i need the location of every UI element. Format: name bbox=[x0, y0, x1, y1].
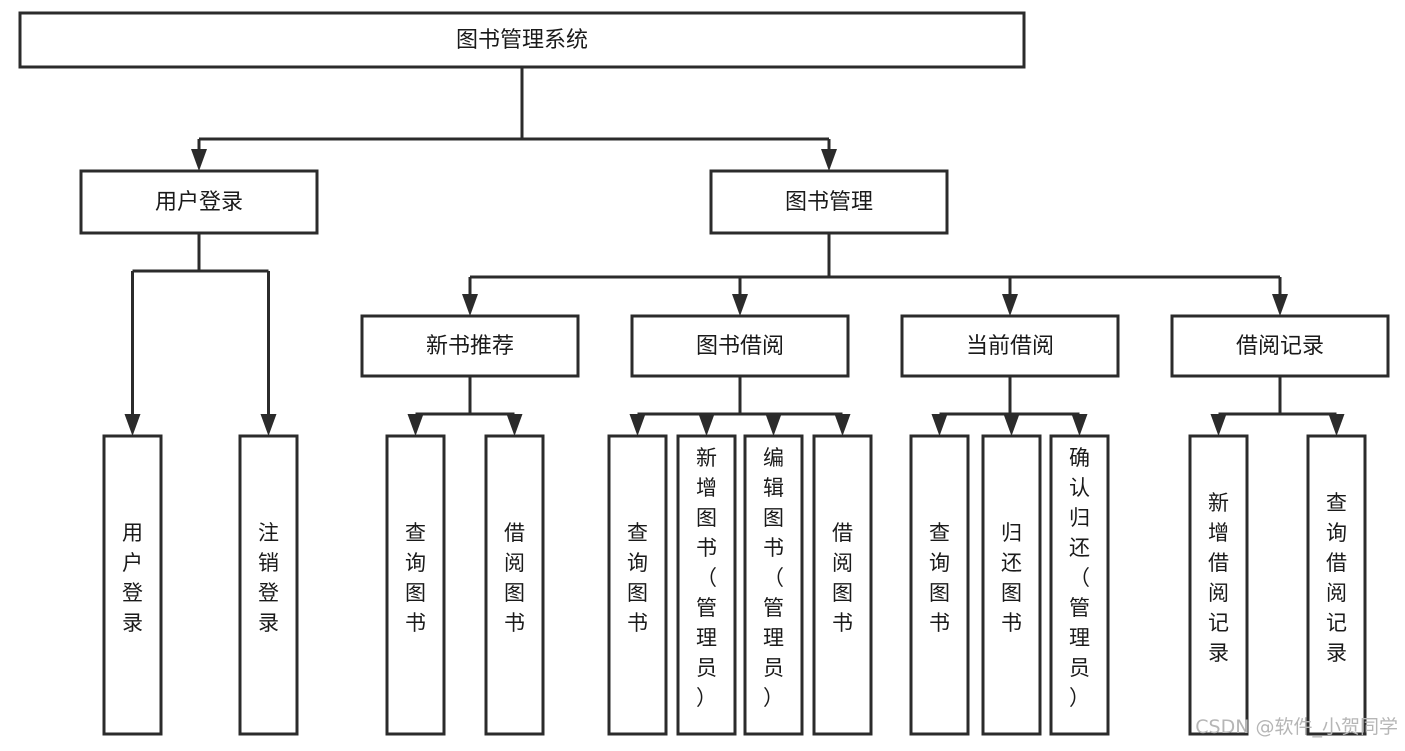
node-new-book-rec-rect[interactable] bbox=[360, 314, 580, 378]
node-leaf-user-login-rect[interactable] bbox=[102, 434, 163, 736]
node-root[interactable]: 图书管理系统 bbox=[18, 11, 1026, 69]
node-leaf-edit-book-label: 编辑图书（管理员） bbox=[763, 446, 784, 710]
node-borrow-record-label: 借阅记录 bbox=[1236, 334, 1324, 359]
node-leaf-add-book-rect[interactable] bbox=[676, 434, 737, 736]
node-leaf-add-record-rect[interactable] bbox=[1188, 434, 1249, 736]
node-leaf-borrow-book-rec[interactable]: 借阅图书 bbox=[484, 434, 545, 736]
node-leaf-return-book[interactable]: 归还图书 bbox=[981, 434, 1042, 736]
node-current-borrow-label: 当前借阅 bbox=[966, 334, 1054, 359]
edge-book-borrow-to-leaves bbox=[629, 376, 851, 436]
node-leaf-borrow-book[interactable]: 借阅图书 bbox=[812, 434, 873, 736]
node-book-borrow-label: 图书借阅 bbox=[696, 334, 784, 359]
node-borrow-record[interactable]: 借阅记录 bbox=[1170, 314, 1390, 378]
csdn-watermark: CSDN @软件_小贺同学 bbox=[1195, 716, 1398, 738]
node-leaf-query-book-cur[interactable]: 查询图书 bbox=[909, 434, 970, 736]
nodes-layer: 图书管理系统用户登录图书管理新书推荐图书借阅当前借阅借阅记录用户登录注销登录查询… bbox=[18, 11, 1390, 736]
node-leaf-query-record-label: 查询借阅记录 bbox=[1326, 491, 1347, 665]
node-leaf-confirm-return[interactable]: 确认归还（管理员） bbox=[1049, 434, 1110, 736]
edge-root-to-level2 bbox=[191, 67, 837, 171]
edge-current-borrow-to-leaves bbox=[931, 376, 1088, 436]
node-leaf-query-record-rect[interactable] bbox=[1306, 434, 1367, 736]
node-leaf-borrow-book-rec-label: 借阅图书 bbox=[504, 521, 525, 635]
edge-new-book-rec-to-leaves bbox=[407, 376, 523, 436]
node-leaf-query-book-rec-rect[interactable] bbox=[385, 434, 446, 736]
node-leaf-query-book-borrow[interactable]: 查询图书 bbox=[607, 434, 668, 736]
node-leaf-query-book-cur-rect[interactable] bbox=[909, 434, 970, 736]
node-current-borrow[interactable]: 当前借阅 bbox=[900, 314, 1120, 378]
node-leaf-user-login-label: 用户登录 bbox=[122, 521, 143, 635]
node-leaf-confirm-return-rect[interactable] bbox=[1049, 434, 1110, 736]
node-new-book-rec[interactable]: 新书推荐 bbox=[360, 314, 580, 378]
node-user-login-label: 用户登录 bbox=[155, 190, 243, 215]
node-user-login[interactable]: 用户登录 bbox=[79, 169, 319, 235]
node-leaf-add-record[interactable]: 新增借阅记录 bbox=[1188, 434, 1249, 736]
node-book-manage-rect[interactable] bbox=[709, 169, 949, 235]
node-leaf-borrow-book-label: 借阅图书 bbox=[832, 521, 853, 635]
node-new-book-rec-label: 新书推荐 bbox=[426, 334, 514, 359]
node-leaf-logout-label: 注销登录 bbox=[258, 521, 279, 635]
node-book-manage-label: 图书管理 bbox=[785, 190, 873, 215]
node-current-borrow-rect[interactable] bbox=[900, 314, 1120, 378]
node-leaf-confirm-return-label: 确认归还（管理员） bbox=[1069, 446, 1090, 710]
node-leaf-query-book-borrow-rect[interactable] bbox=[607, 434, 668, 736]
node-root-rect[interactable] bbox=[18, 11, 1026, 69]
node-leaf-add-record-label: 新增借阅记录 bbox=[1208, 491, 1229, 665]
node-leaf-return-book-label: 归还图书 bbox=[1001, 521, 1022, 635]
node-leaf-logout-rect[interactable] bbox=[238, 434, 299, 736]
node-leaf-edit-book-rect[interactable] bbox=[743, 434, 804, 736]
node-leaf-edit-book[interactable]: 编辑图书（管理员） bbox=[743, 434, 804, 736]
node-leaf-add-book-label: 新增图书（管理员） bbox=[696, 446, 717, 710]
node-leaf-query-record[interactable]: 查询借阅记录 bbox=[1306, 434, 1367, 736]
node-borrow-record-rect[interactable] bbox=[1170, 314, 1390, 378]
edge-bookmanage-to-level3 bbox=[462, 233, 1288, 316]
edges-layer bbox=[124, 67, 1345, 436]
node-leaf-query-book-rec-label: 查询图书 bbox=[405, 521, 426, 635]
edge-user-login-to-leaves bbox=[124, 233, 277, 436]
node-leaf-add-book[interactable]: 新增图书（管理员） bbox=[676, 434, 737, 736]
node-leaf-query-book-rec[interactable]: 查询图书 bbox=[385, 434, 446, 736]
node-root-label: 图书管理系统 bbox=[456, 28, 588, 53]
node-leaf-return-book-rect[interactable] bbox=[981, 434, 1042, 736]
node-leaf-logout[interactable]: 注销登录 bbox=[238, 434, 299, 736]
node-book-borrow-rect[interactable] bbox=[630, 314, 850, 378]
node-book-manage[interactable]: 图书管理 bbox=[709, 169, 949, 235]
node-leaf-user-login[interactable]: 用户登录 bbox=[102, 434, 163, 736]
node-book-borrow[interactable]: 图书借阅 bbox=[630, 314, 850, 378]
edge-borrow-record-to-leaves bbox=[1210, 376, 1345, 436]
node-leaf-borrow-book-rec-rect[interactable] bbox=[484, 434, 545, 736]
node-user-login-rect[interactable] bbox=[79, 169, 319, 235]
node-leaf-borrow-book-rect[interactable] bbox=[812, 434, 873, 736]
node-leaf-query-book-borrow-label: 查询图书 bbox=[627, 521, 648, 635]
node-leaf-query-book-cur-label: 查询图书 bbox=[929, 521, 950, 635]
